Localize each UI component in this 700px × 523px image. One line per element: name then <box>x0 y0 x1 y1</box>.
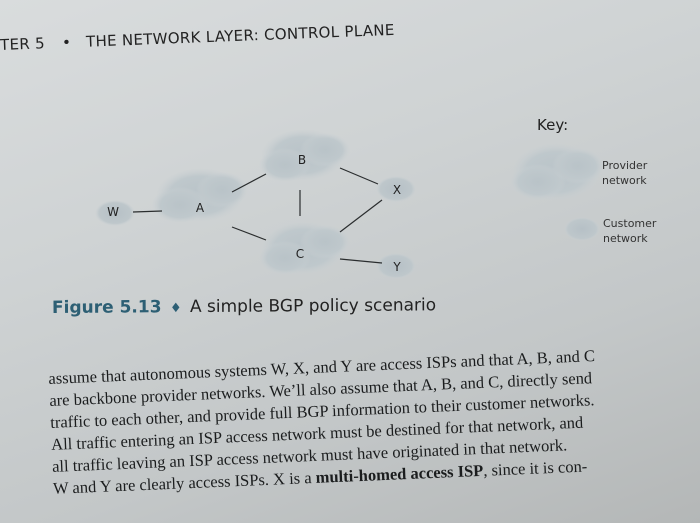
link-C-X <box>339 199 383 233</box>
network-diagram: W A B C X Y <box>95 129 604 279</box>
key-customer-label: Customer network <box>603 216 683 246</box>
figure-bgp-scenario: W A B C X Y Key: Provider network Custom… <box>95 116 683 279</box>
caption-diamond: ♦ <box>169 301 182 317</box>
key-provider-label: Provider network <box>602 158 682 188</box>
node-label-C: C <box>296 247 304 261</box>
node-label-B: B <box>298 153 306 167</box>
figure-number: Figure 5.13 <box>51 297 162 318</box>
customer-cloud-Y <box>376 253 416 279</box>
key-customer-line1: Customer <box>603 217 657 230</box>
body-paragraph: assume that autonomous systems W, X, and… <box>48 341 700 500</box>
link-B-X <box>339 167 379 185</box>
caption-text: A simple BGP policy scenario <box>189 295 437 318</box>
node-label-Y: Y <box>392 260 401 274</box>
provider-cloud-key <box>510 143 604 201</box>
key-customer-line2: network <box>603 232 648 245</box>
customer-cloud-W <box>95 200 135 226</box>
key-provider-line1: Provider <box>602 159 648 172</box>
links <box>132 167 383 264</box>
customer-cloud-X <box>376 176 416 202</box>
key-provider-line2: network <box>602 174 647 187</box>
link-A-C <box>231 226 267 241</box>
node-label-W: W <box>107 205 119 219</box>
provider-cloud-A <box>152 168 248 223</box>
link-A-B <box>231 173 267 193</box>
link-W-A <box>132 210 163 213</box>
body-last-end: , since it is con- <box>482 456 588 480</box>
node-label-X: X <box>393 183 401 197</box>
provider-cloud-B <box>259 129 350 182</box>
figure-caption: Figure 5.13 ♦ A simple BGP policy scenar… <box>52 295 472 318</box>
link-C-Y <box>339 258 383 264</box>
key-title: Key: <box>537 116 569 134</box>
node-label-A: A <box>196 201 205 215</box>
customer-cloud-key <box>564 217 600 241</box>
provider-cloud-C <box>259 221 350 275</box>
